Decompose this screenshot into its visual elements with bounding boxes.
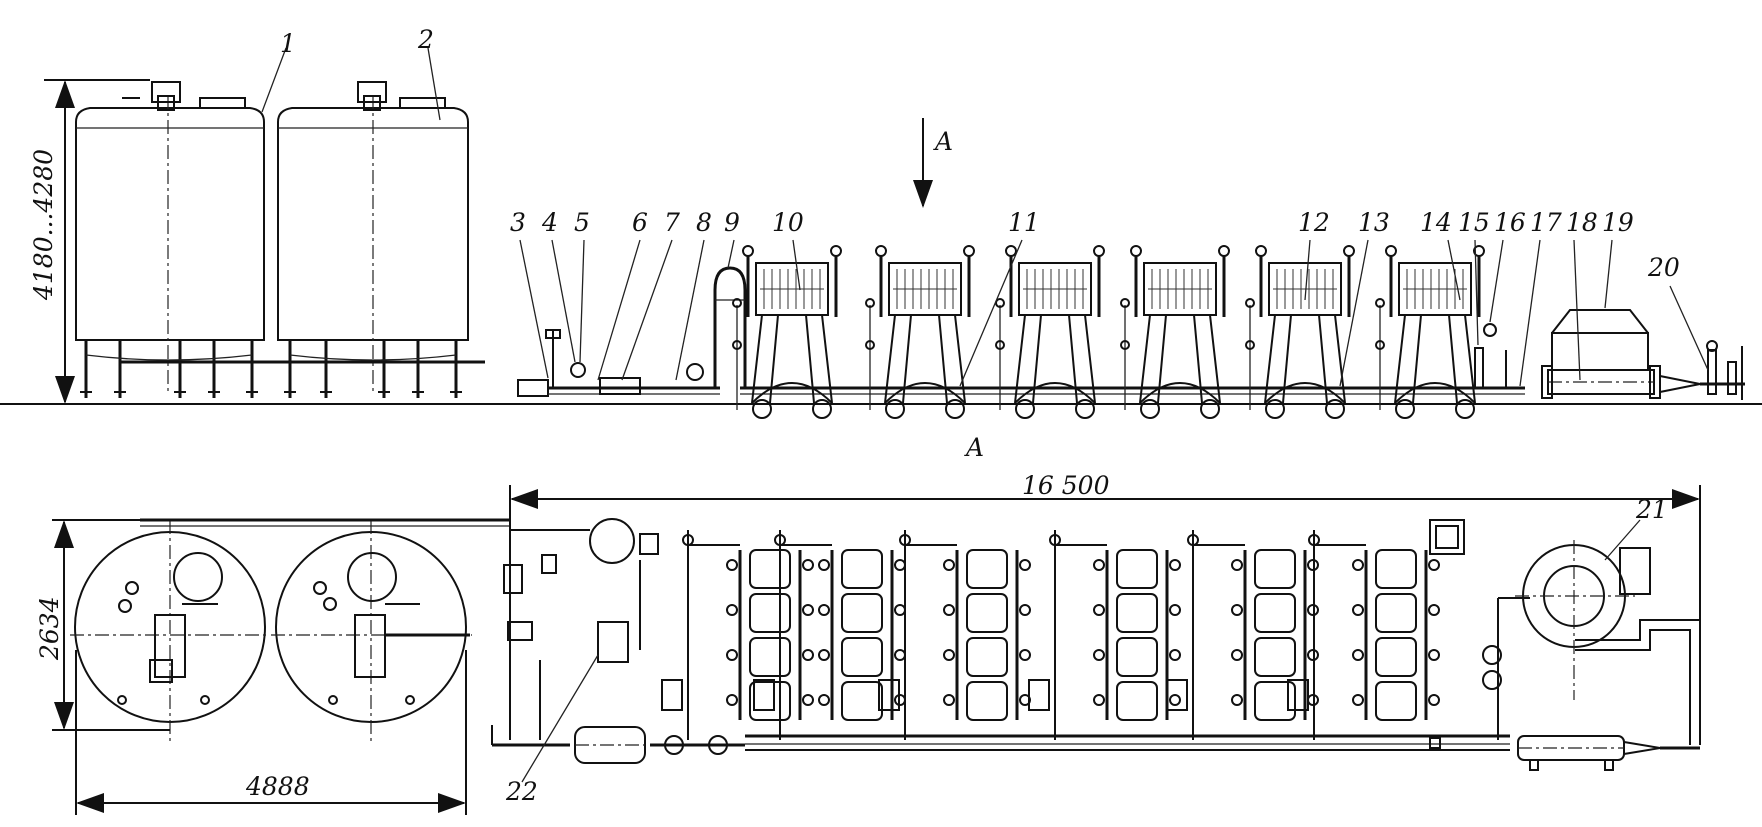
leader-lines-elevation <box>261 47 1709 387</box>
unit-21-plan <box>1482 540 1701 771</box>
plan-width-dimension: 2634 <box>35 596 64 661</box>
line-length-dimension: 16 500 <box>1022 471 1110 500</box>
tank-height-dimension: 4180...4280 <box>29 149 58 301</box>
cooler-4-plan <box>1027 528 1182 742</box>
callout-18: 18 <box>1566 208 1598 237</box>
callout-3: 3 <box>510 208 526 237</box>
section-label: A <box>964 433 984 462</box>
pump-group-plan <box>491 518 745 764</box>
callout-10: 10 <box>772 208 804 237</box>
view-marker-label: A <box>933 127 953 156</box>
callout-1: 1 <box>280 29 296 58</box>
callout-5: 5 <box>574 208 590 237</box>
callout-22: 22 <box>505 777 538 806</box>
callout-2: 2 <box>417 25 434 54</box>
callout-16: 16 <box>1494 208 1526 237</box>
callout-6: 6 <box>632 208 648 237</box>
leader-21 <box>1604 519 1641 561</box>
tank-span-dimension: 4888 <box>245 772 310 801</box>
cooler-2-plan <box>752 528 907 742</box>
cooler-3-elevation <box>994 244 1106 420</box>
cooler-4-elevation <box>1119 244 1231 420</box>
callout-13: 13 <box>1358 208 1390 237</box>
cooler-1-plan <box>660 528 815 742</box>
cooler-3-plan <box>877 528 1032 742</box>
elevation-view: A 4180...4280 <box>0 25 1762 420</box>
callout-14: 14 <box>1420 208 1452 237</box>
plan-view: 22 21 16 500 2634 4888 <box>35 471 1701 815</box>
pump-section-elevation <box>517 266 747 397</box>
callout-15: 15 <box>1458 208 1490 237</box>
unit-18-19-elevation <box>1541 309 1745 400</box>
cooler-5-plan <box>1165 528 1320 742</box>
tank-1-elevation <box>75 81 265 398</box>
callout-7: 7 <box>664 208 680 237</box>
callout-4: 4 <box>541 208 558 237</box>
callout-9: 9 <box>724 208 740 237</box>
tank-1-plan <box>70 520 270 745</box>
callout-19: 19 <box>1602 208 1634 237</box>
cooler-1-elevation <box>731 244 843 420</box>
cooler-2-elevation <box>864 244 976 420</box>
callout-8: 8 <box>696 208 712 237</box>
cooler-5-elevation <box>1244 244 1356 420</box>
callout-12: 12 <box>1298 208 1330 237</box>
tank-2-elevation <box>277 81 469 398</box>
callout-20: 20 <box>1647 253 1680 282</box>
cooler-6-elevation <box>1374 244 1486 420</box>
callout-11: 11 <box>1008 208 1040 237</box>
callout-17: 17 <box>1530 208 1562 237</box>
tank-2-plan <box>271 520 472 745</box>
leader-22 <box>521 654 599 783</box>
